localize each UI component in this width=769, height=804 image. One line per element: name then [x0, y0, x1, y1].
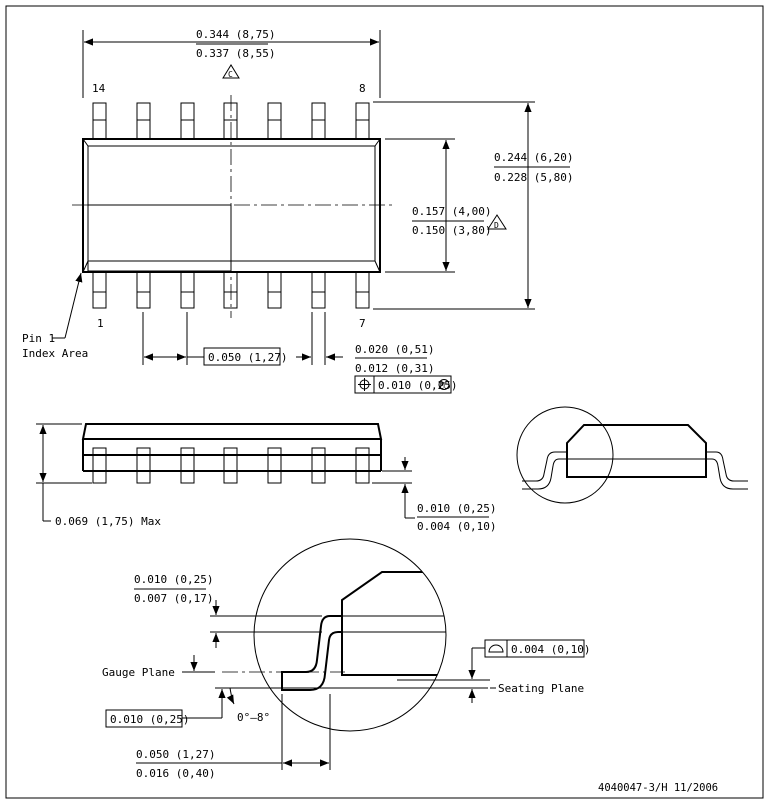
svg-text:D: D [494, 221, 499, 230]
pin-7-label: 7 [359, 317, 366, 330]
position-tolerance-label: 0.010 (0,25) [378, 379, 457, 392]
lead-width-min-label: 0.012 (0,31) [355, 362, 434, 375]
lead-thickness-max-label: 0.010 (0,25) [134, 573, 213, 586]
note-c-triangle: C [222, 64, 240, 79]
seating-plane-label: Seating Plane [498, 682, 584, 695]
angle-label: 0°–8° [237, 711, 270, 724]
package-body-top [82, 138, 381, 273]
width-min-label: 0.228 (5,80) [494, 171, 573, 184]
width-max-label: 0.244 (6,20) [494, 151, 573, 164]
pin1-label-line1: Pin 1 [22, 332, 55, 345]
end-view-leads [522, 451, 748, 490]
gauge-value-label: 0.010 (0,25) [110, 713, 189, 726]
side-view: 0.069 (1,75) Max 0.010 (0,25) 0.004 (0,1… [36, 423, 496, 533]
note-d-triangle: D [487, 214, 507, 230]
position-tolerance-frame: 0.010 (0,25) M [354, 375, 457, 394]
lead-width-max-label: 0.020 (0,51) [355, 343, 434, 356]
coplanarity-label: 0.004 (0,10) [511, 643, 590, 656]
pin1-label-line2: Index Area [22, 347, 88, 360]
foot-length-max-label: 0.050 (1,27) [136, 748, 215, 761]
end-view [516, 406, 748, 504]
top-view: 0.344 (8,75) 0.337 (8,55) C 14 8 1 7 0.2… [22, 28, 573, 394]
pin-14-label: 14 [92, 82, 106, 95]
pin-8-label: 8 [359, 82, 366, 95]
detail-circle-large [253, 538, 447, 732]
package-body-side [81, 423, 383, 440]
side-leads [92, 447, 370, 484]
svg-text:C: C [228, 70, 233, 79]
body-width-max-label: 0.157 (4,00) [412, 205, 491, 218]
page-border [5, 5, 764, 799]
pin-1-label: 1 [97, 317, 104, 330]
detail-view: 0.010 (0,25) 0.007 (0,17) Gauge Plane 0.… [102, 538, 590, 780]
detail-circle-small [516, 406, 614, 504]
lead-thickness-min-label: 0.007 (0,17) [134, 592, 213, 605]
gauge-plane-label: Gauge Plane [102, 666, 175, 679]
gull-wing-lead [281, 615, 342, 691]
coplanarity-frame: 0.004 (0,10) [484, 639, 590, 658]
document-id: 4040047-3/H 11/2006 [598, 782, 718, 794]
foot-length-min-label: 0.016 (0,40) [136, 767, 215, 780]
svg-text:M: M [440, 381, 445, 390]
pitch-label: 0.050 (1,27) [208, 351, 287, 364]
length-min-label: 0.337 (8,55) [196, 47, 275, 60]
length-max-label: 0.344 (8,75) [196, 28, 275, 41]
standoff-max-label: 0.010 (0,25) [417, 502, 496, 515]
height-label: 0.069 (1,75) Max [55, 515, 161, 528]
body-width-min-label: 0.150 (3,80) [412, 224, 491, 237]
standoff-min-label: 0.004 (0,10) [417, 520, 496, 533]
